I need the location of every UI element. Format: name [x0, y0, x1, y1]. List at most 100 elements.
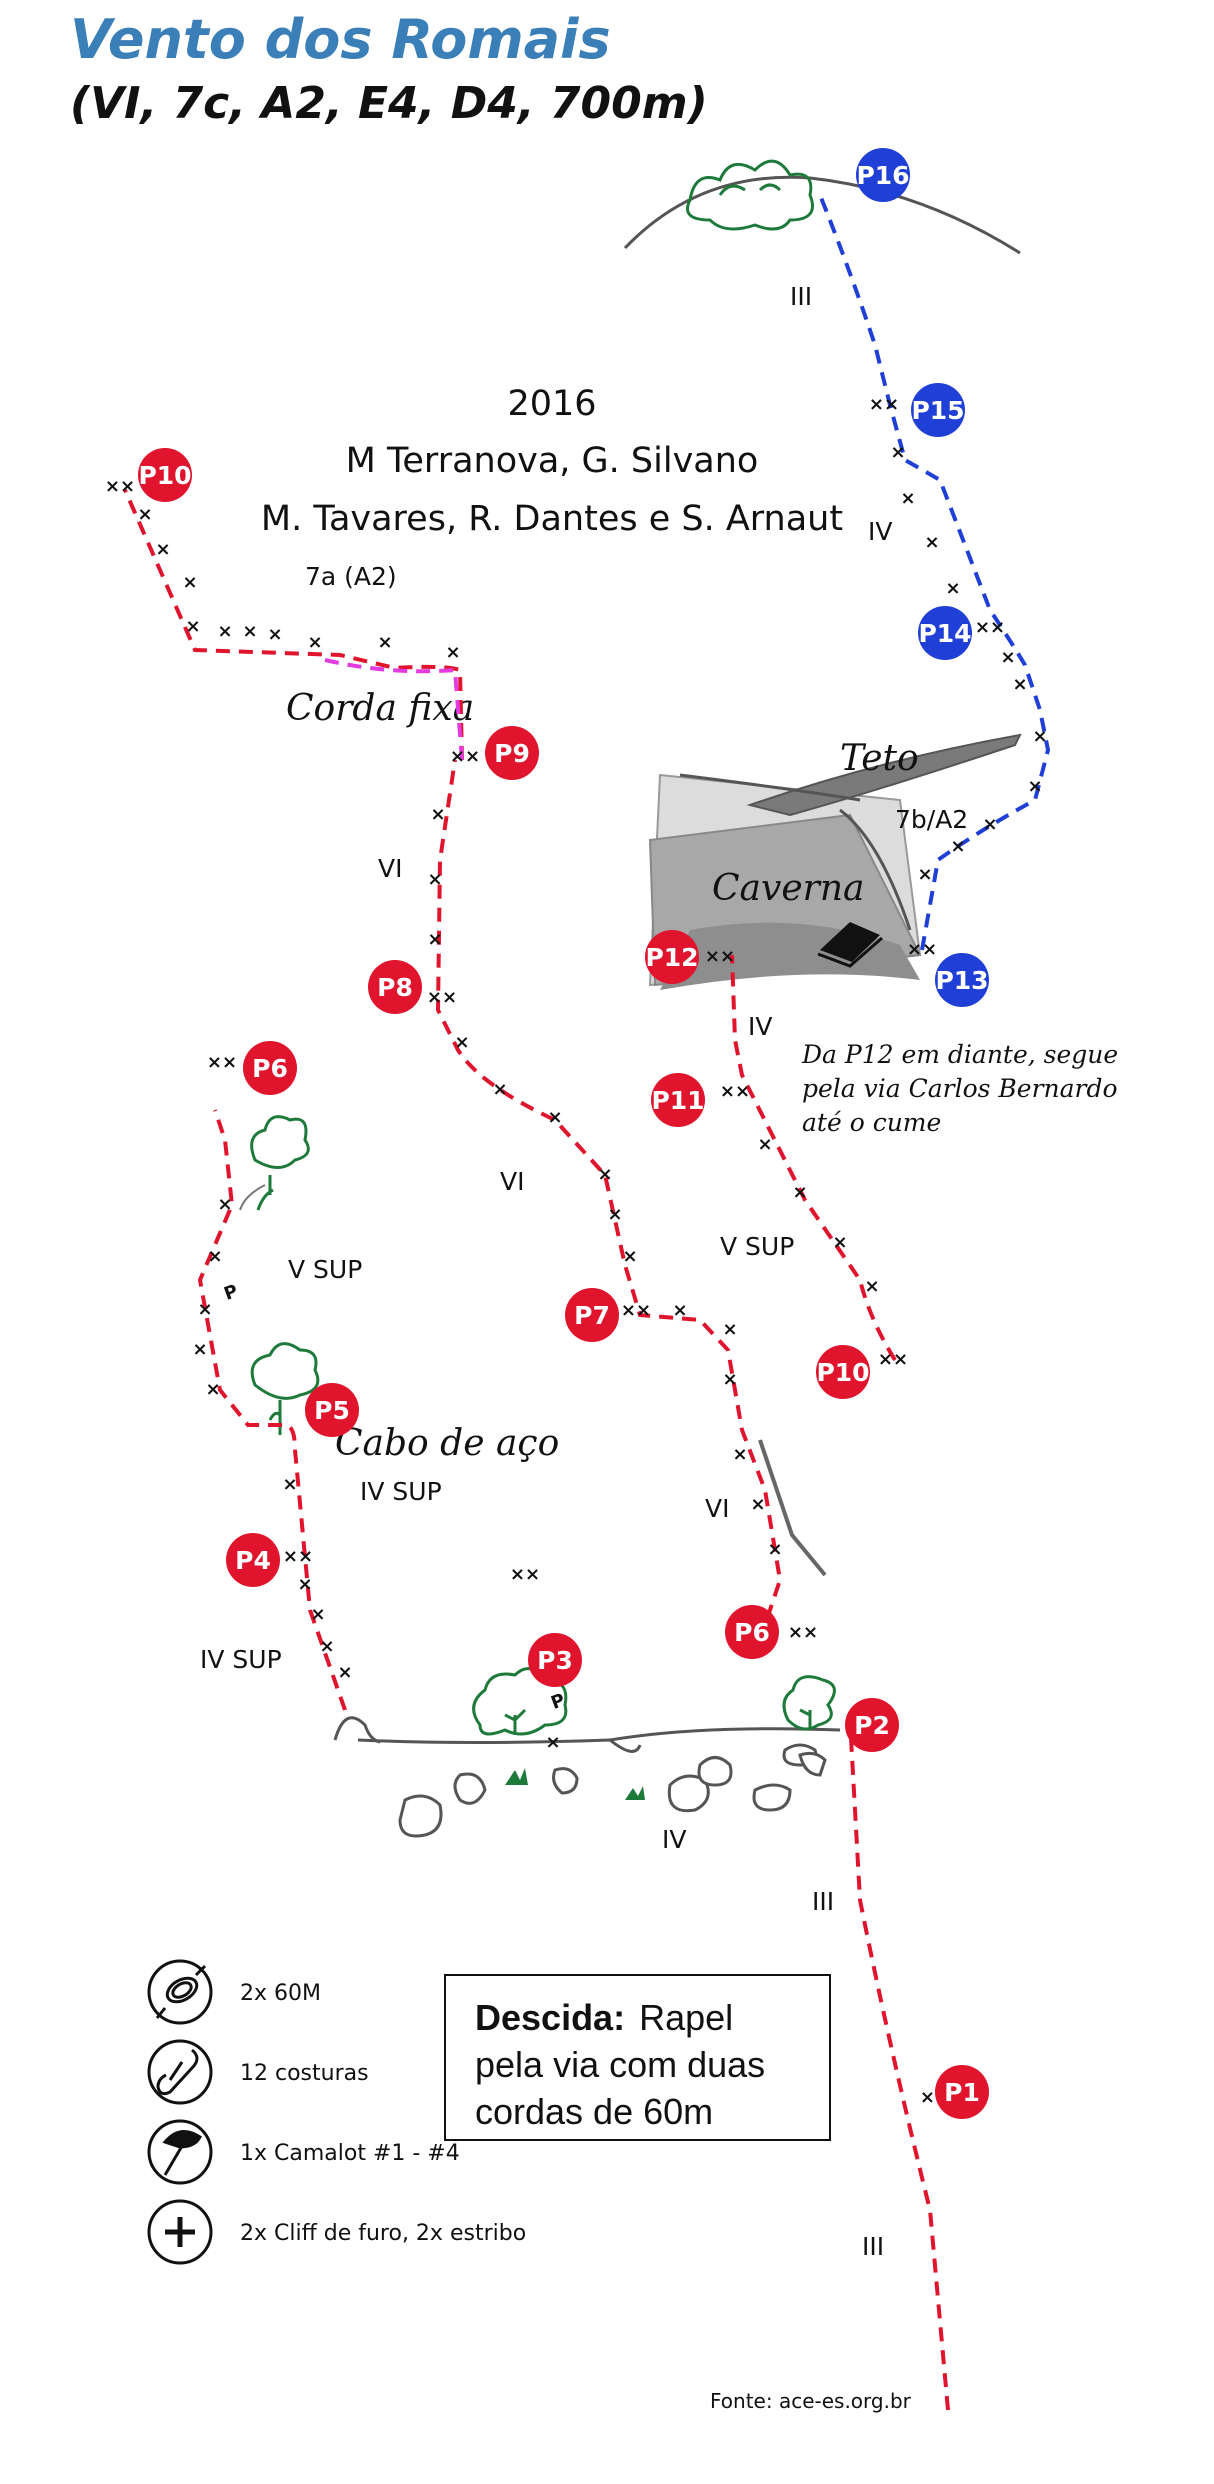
pitch-label: P4	[235, 1546, 271, 1575]
bolt-marker: ×	[192, 1339, 207, 1360]
double-bolt-marker: ××	[510, 1564, 540, 1585]
bolt-marker: ×	[917, 864, 932, 885]
bolt-marker: ×	[155, 539, 170, 560]
fixed-rope-line	[324, 658, 464, 761]
pitch-circle	[911, 383, 965, 437]
bolt-marker: ×	[182, 572, 197, 593]
plus-icon	[165, 2217, 195, 2247]
bolt-marker: ×	[545, 1732, 560, 1753]
pitch-label: P1	[944, 2078, 980, 2107]
grade-p4: IV SUP	[200, 1645, 282, 1674]
bolt-marker: ×	[297, 1574, 312, 1595]
bolt-marker: ×	[547, 1107, 562, 1128]
pitch-label: P5	[314, 1396, 350, 1425]
grade-teto: 7b/A2	[895, 805, 968, 834]
rock-line-p6	[239, 1184, 266, 1211]
pitch-label: P15	[911, 396, 964, 425]
pitch-marker-red-9: P9	[485, 726, 539, 780]
bolt-marker: ×	[310, 1604, 325, 1625]
bolt-marker: ×	[864, 1276, 879, 1297]
pitch-marker-red-8: P8	[368, 960, 422, 1014]
double-bolt-marker: ××	[788, 1622, 818, 1643]
bolt-marker: ×	[282, 1474, 297, 1495]
double-bolt-marker: ××	[705, 946, 735, 967]
grade-p11: V SUP	[720, 1232, 794, 1261]
feature-steel-cable-label: Cabo de aço	[335, 1423, 559, 1464]
bolt-marker: ×	[622, 1246, 637, 1267]
gear-camalot-label: 1x Camalot #1 - #4	[240, 2141, 460, 2166]
bolt-marker: ×	[757, 1134, 772, 1155]
bolt-marker: ×	[750, 1494, 765, 1515]
grade-p15: IV	[868, 517, 892, 546]
bolt-marker: ×	[924, 532, 939, 553]
feature-fixed-rope-label: Corda fixa	[286, 688, 474, 729]
pitch-marker-red-2: P3	[528, 1633, 582, 1687]
steel-cable-line	[758, 1439, 827, 1577]
pitch-circle	[305, 1383, 359, 1437]
bolt-marker: ×	[307, 632, 322, 653]
route-grade-summary: (VI, 7c, A2, E4, D4, 700m)	[70, 78, 708, 129]
summit-ridge	[623, 175, 1021, 255]
pitch-circle	[918, 606, 972, 660]
bolt-marker: ×	[197, 1299, 212, 1320]
pitch-circle	[368, 960, 422, 1014]
bolt-marker: ×	[792, 1182, 807, 1203]
tree-p2-icon	[782, 1675, 836, 1731]
credits-line-2: M. Tavares, R. Dantes e S. Arnaut	[261, 499, 843, 539]
pitch-circle	[935, 953, 989, 1007]
pitch-label: P6	[252, 1054, 288, 1083]
pitch-marker-red-1: P2	[845, 1698, 899, 1752]
pitch-circle	[528, 1633, 582, 1687]
bolt-marker: ×	[722, 1319, 737, 1340]
bolt-marker: ×	[267, 624, 282, 645]
pitch-label: P11	[651, 1086, 704, 1115]
pitch-marker-red-5: P6	[243, 1041, 297, 1095]
pitch-circle	[725, 1605, 779, 1659]
gear-rope: 2x 60M	[147, 1959, 321, 2025]
double-bolt-marker: ××	[283, 1546, 313, 1567]
route-title: Vento dos Romais	[70, 8, 611, 71]
bolt-marker: ×	[832, 1232, 847, 1253]
grade-p12: IV	[748, 1012, 772, 1041]
bolt-marker: ×	[242, 621, 257, 642]
pitch-circle	[565, 1288, 619, 1342]
pitch-label: P16	[856, 161, 909, 190]
quickdraw-icon	[156, 2048, 199, 2096]
pitch-circle	[138, 448, 192, 502]
bolt-marker: ×	[492, 1079, 507, 1100]
pitch-circle	[856, 148, 910, 202]
pitch-circle	[816, 1345, 870, 1399]
double-bolt-marker: ××	[427, 987, 457, 1008]
bolt-marker: ×	[454, 1032, 469, 1053]
credits-line-1: M Terranova, G. Silvano	[346, 441, 759, 481]
pitch-label: P9	[494, 739, 530, 768]
bolt-marker: ×	[722, 1369, 737, 1390]
pitch-marker-blue-3: P16	[856, 148, 910, 202]
grade-p7: VI	[705, 1494, 729, 1523]
double-bolt-marker: ××	[720, 1081, 750, 1102]
bolt-marker: ×	[950, 836, 965, 857]
tree-p6-icon	[250, 1115, 310, 1211]
note-line-1: Da P12 em diante, segue	[801, 1040, 1118, 1069]
pitch-circle	[485, 726, 539, 780]
base-grass-icon	[505, 1768, 645, 1800]
credits-year: 2016	[507, 384, 596, 424]
pitch-marker-red-6: P7	[565, 1288, 619, 1342]
bolt-marker: ×	[137, 504, 152, 525]
bolt-marker: ×	[217, 1194, 232, 1215]
pitch-marker-red-12: P11	[651, 1073, 705, 1127]
pitch-label: P7	[574, 1301, 610, 1330]
gear-aiders: 2x Cliff de furo, 2x estribo	[147, 2199, 526, 2265]
grade-p6-left: V SUP	[288, 1255, 362, 1284]
tree-p3-icon	[472, 1667, 568, 1736]
bolt-marker: ×	[185, 616, 200, 637]
bolt-marker: ×	[205, 1379, 220, 1400]
double-bolt-marker: ××	[105, 476, 135, 497]
grade-p16: III	[790, 282, 812, 311]
base-ground	[333, 1716, 841, 1753]
piton-marker: P	[221, 1281, 241, 1305]
pitch-circle	[845, 1698, 899, 1752]
gear-rope-label: 2x 60M	[240, 1981, 321, 2006]
descent-line-1: Descida:Rapel	[475, 1997, 733, 2038]
pitch-marker-blue-0: P13	[935, 953, 989, 1007]
